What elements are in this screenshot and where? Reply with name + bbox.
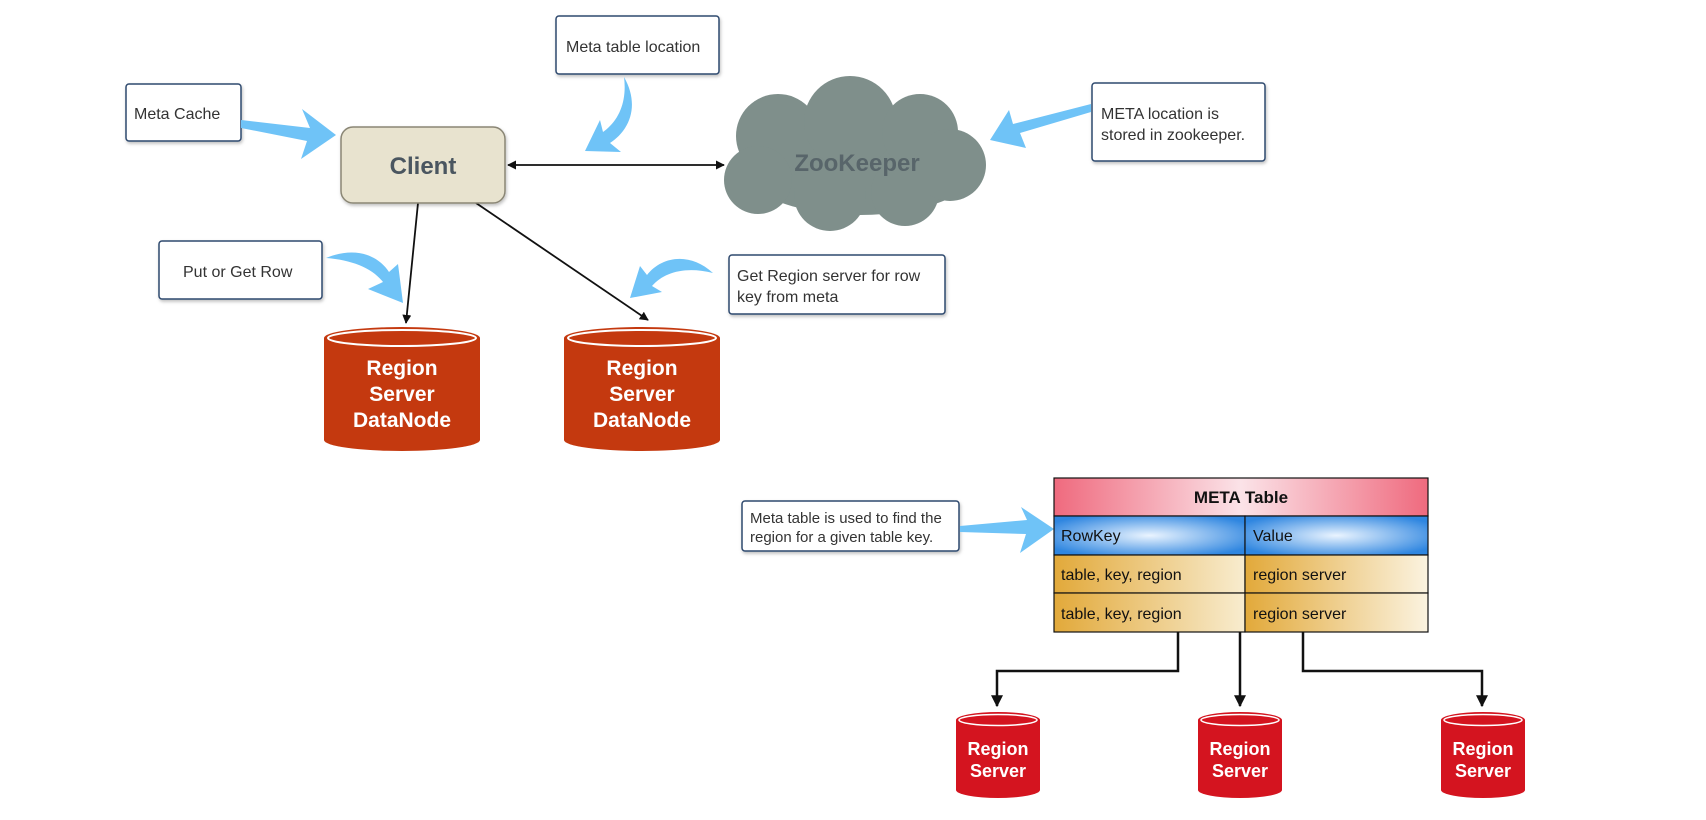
table-to-region-server-3-connector [1301, 632, 1488, 708]
region-server-right-line-2: Server [609, 383, 674, 406]
region-server-bottom-3: Region Server [1441, 712, 1525, 798]
region-server-bottom-2-line-1: Region [1210, 739, 1271, 759]
meta-cache-arrow [241, 109, 336, 159]
meta-table-connectors [991, 632, 1488, 708]
region-server-right-line-3: DataNode [593, 409, 691, 432]
region-server-bottom-2: Region Server [1198, 712, 1282, 798]
meta-table-title: META Table [1194, 488, 1288, 507]
meta-table-col-rowkey: RowKey [1061, 528, 1121, 545]
meta-table: META Table RowKey Value table, key, regi… [1053, 477, 1429, 633]
meta-table-location-text: Meta table location [566, 39, 700, 56]
meta-location-stored-callout: META location is stored in zookeeper. [1091, 82, 1266, 162]
region-server-bottom-1-line-2: Server [970, 761, 1026, 781]
table-to-region-server-1-connector [991, 632, 1180, 708]
zookeeper-node: ZooKeeper [724, 76, 986, 231]
callout-arrows [241, 77, 1091, 553]
region-server-left-line-2: Server [369, 383, 434, 406]
meta-table-row-2-value: region server [1253, 606, 1347, 623]
client-to-region-server-left-connector [402, 202, 419, 324]
region-server-right-line-1: Region [606, 357, 677, 380]
zookeeper-label: ZooKeeper [794, 150, 919, 177]
meta-location-stored-line-1: META location is [1101, 106, 1219, 123]
region-server-bottom-1-line-1: Region [968, 739, 1029, 759]
meta-table-col-value: Value [1253, 528, 1293, 545]
meta-table-used-line-1: Meta table is used to find the [750, 510, 942, 527]
meta-table-used-arrow [960, 507, 1054, 553]
client-to-region-server-right-connector [475, 202, 649, 321]
region-server-bottom-2-line-2: Server [1212, 761, 1268, 781]
put-or-get-row-text: Put or Get Row [183, 264, 293, 281]
meta-cache-text: Meta Cache [134, 106, 220, 123]
meta-table-row-1-value: region server [1253, 567, 1347, 584]
region-server-bottom-3-line-2: Server [1455, 761, 1511, 781]
region-server-bottom-1: Region Server [956, 712, 1040, 798]
get-region-server-line-1: Get Region server for row [737, 268, 921, 285]
region-server-left-line-1: Region [366, 357, 437, 380]
put-or-get-row-callout: Put or Get Row [158, 240, 323, 300]
region-server-datanode-right: Region Server DataNode [564, 327, 720, 451]
region-server-left-line-3: DataNode [353, 409, 451, 432]
meta-table-used-callout: Meta table is used to find the region fo… [741, 500, 960, 552]
region-server-datanode-left: Region Server DataNode [324, 327, 480, 451]
get-region-server-callout: Get Region server for row key from meta [728, 254, 946, 315]
meta-table-location-arrow [585, 77, 632, 152]
region-server-bottom-3-line-1: Region [1453, 739, 1514, 759]
client-label: Client [390, 153, 457, 180]
put-or-get-row-arrow [326, 252, 403, 303]
meta-table-row-1-key: table, key, region [1061, 567, 1182, 584]
meta-table-location-callout: Meta table location [555, 15, 720, 75]
meta-location-stored-line-2: stored in zookeeper. [1101, 127, 1245, 144]
meta-location-stored-arrow [990, 104, 1091, 148]
client-node: Client [340, 126, 506, 204]
meta-table-used-line-2: region for a given table key. [750, 529, 933, 546]
meta-cache-callout: Meta Cache [125, 83, 242, 142]
meta-table-row-2-key: table, key, region [1061, 606, 1182, 623]
get-region-server-arrow [630, 258, 713, 298]
get-region-server-line-2: key from meta [737, 289, 838, 306]
